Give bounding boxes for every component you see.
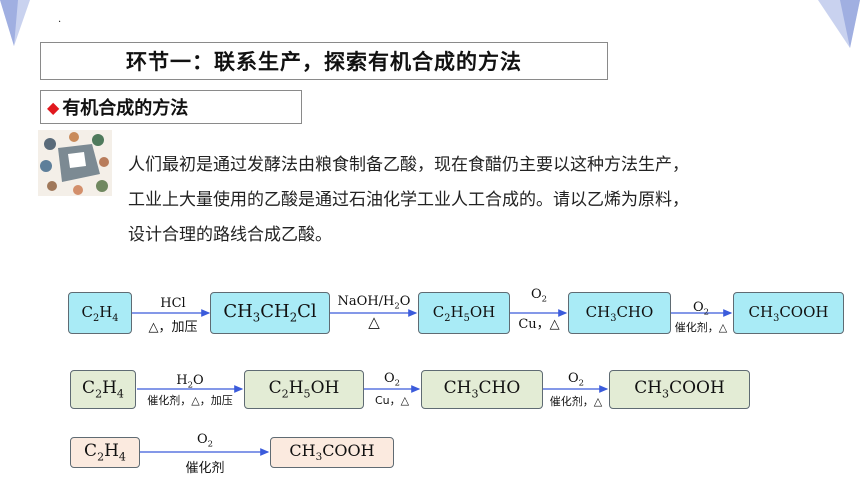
paragraph-line-3: 设计合理的路线合成乙酸。 (128, 225, 332, 245)
stray-dot: . (58, 14, 62, 25)
route1-cu-delta-label: Cu，△ (518, 317, 560, 332)
subheading: ◆ 有机合成的方法 (40, 90, 302, 124)
route1-naoh-label: NaOH/H2O (337, 294, 411, 311)
route3-o2-label: O2 (196, 432, 214, 449)
route1-c2h5oh-label: C2H5OH (432, 302, 496, 324)
route1-ch3cho-box: CH3CHO (568, 292, 671, 334)
intro-paragraph: 人们最初是通过发酵法由粮食制备乙酸，现在食醋仍主要以这种方法生产， 工业上大量使… (128, 148, 840, 253)
paragraph-line-1: 人们最初是通过发酵法由粮食制备乙酸，现在食醋仍主要以这种方法生产， (128, 155, 689, 175)
route3-catalyst-label: 催化剂 (185, 461, 225, 476)
route1-cat-delta-label: 催化剂，△ (674, 321, 728, 334)
route2-o2-a-label: O2 (383, 371, 401, 388)
route3-ch3cooh-box: CH3COOH (270, 437, 394, 468)
route1-ch3cooh-box: CH3COOH (733, 292, 844, 334)
route1-c2h5oh-box: C2H5OH (418, 292, 510, 334)
route1-c2h4-label: C2H4 (81, 302, 119, 324)
route2-c2h4-box: C2H4 (70, 370, 136, 409)
paragraph-line-2: 工业上大量使用的乙酸是通过石油化学工业人工合成的。请以乙烯为原料， (128, 190, 689, 210)
route3-c2h4-box: C2H4 (70, 437, 140, 468)
route2-ch3cooh-label: CH3COOH (634, 378, 725, 401)
route1-cond1-label: △，加压 (148, 320, 198, 335)
route1-ch3ch2cl-box: CH3CH2Cl (210, 292, 330, 334)
discussion-illustration (38, 130, 112, 196)
route2-c2h5oh-box: C2H5OH (244, 370, 364, 409)
diamond-marker-icon: ◆ (47, 97, 60, 117)
route3-ch3cooh-label: CH3COOH (289, 441, 375, 464)
route1-hcl-label: HCl (160, 296, 186, 311)
route1-c2h4-box: C2H4 (68, 292, 132, 334)
route1-o2-a-label: O2 (530, 287, 548, 304)
section-title: 环节一：联系生产，探索有机合成的方法 (40, 42, 608, 80)
route3-c2h4-label: C2H4 (84, 441, 126, 464)
route2-cond1-label: 催化剂，△，加压 (147, 394, 233, 407)
route2-ch3cho-box: CH3CHO (421, 370, 543, 409)
route1-ch3cooh-label: CH3COOH (748, 302, 829, 324)
route2-cu-delta-label: Cu，△ (374, 394, 410, 407)
route1-delta-label: △ (368, 313, 380, 331)
corner-decoration-right (818, 0, 860, 48)
corner-decoration-left (0, 0, 30, 46)
route2-ch3cho-label: CH3CHO (443, 378, 521, 401)
route2-c2h4-label: C2H4 (82, 378, 124, 401)
route1-ch3ch2cl-label: CH3CH2Cl (223, 301, 317, 325)
route1-ch3cho-label: CH3CHO (585, 302, 654, 324)
route2-h2o-label: H2O (176, 373, 204, 390)
route2-cat-delta-label: 催化剂，△ (549, 395, 603, 408)
route2-ch3cooh-box: CH3COOH (609, 370, 750, 409)
route2-c2h5oh-label: C2H5OH (268, 378, 340, 401)
route1-o2-b-label: O2 (692, 300, 710, 317)
route2-o2-b-label: O2 (567, 371, 585, 388)
subheading-text: 有机合成的方法 (62, 98, 189, 119)
